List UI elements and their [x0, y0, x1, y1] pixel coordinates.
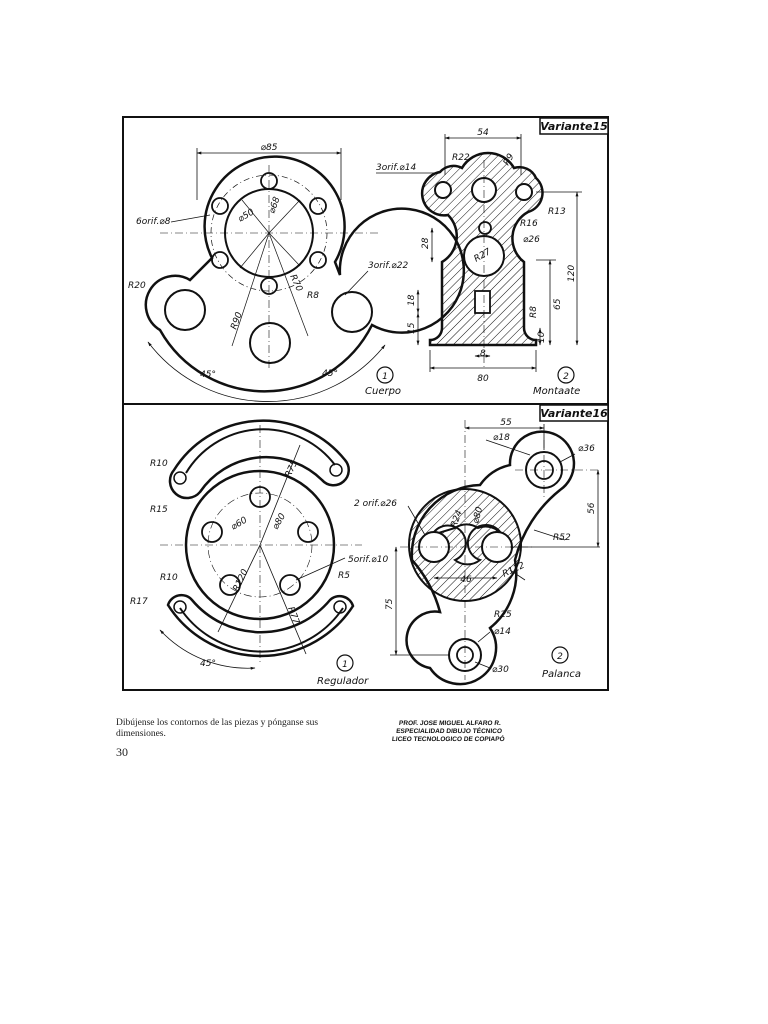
- svg-text:54: 54: [477, 128, 489, 138]
- variant-label-16: Variante16: [539, 404, 609, 422]
- svg-text:⌀30: ⌀30: [492, 665, 509, 675]
- svg-text:R25: R25: [494, 610, 512, 620]
- svg-text:Cuerpo: Cuerpo: [365, 386, 401, 397]
- part-cuerpo: [144, 148, 466, 402]
- part-regulador: [159, 419, 362, 670]
- svg-text:45°: 45°: [200, 370, 216, 380]
- svg-text:45°: 45°: [200, 659, 216, 669]
- svg-text:5orif.⌀10: 5orif.⌀10: [348, 555, 388, 565]
- regulador-top-arc: [168, 419, 350, 500]
- svg-text:R120: R120: [232, 568, 251, 594]
- svg-text:⌀80: ⌀80: [471, 506, 485, 525]
- montante-hole-left: [434, 181, 452, 199]
- svg-text:R70: R70: [287, 273, 304, 294]
- hole-large: [331, 291, 373, 333]
- svg-text:R8: R8: [529, 306, 539, 318]
- hole-small: [211, 251, 229, 269]
- svg-text:1: 1: [342, 660, 348, 670]
- svg-text:80: 80: [477, 374, 489, 384]
- svg-text:R8: R8: [307, 291, 319, 301]
- svg-text:120: 120: [567, 265, 577, 282]
- svg-text:75: 75: [385, 598, 395, 610]
- svg-text:2: 2: [557, 652, 563, 662]
- part-label-cuerpo: 1 Cuerpo: [365, 366, 401, 397]
- svg-text:R13: R13: [548, 207, 566, 217]
- svg-text:55: 55: [500, 418, 512, 428]
- svg-text:R22: R22: [452, 153, 470, 163]
- svg-text:⌀85: ⌀85: [261, 143, 278, 153]
- part-label-regulador: 1 Regulador: [317, 654, 369, 687]
- svg-text:R10: R10: [160, 573, 178, 583]
- svg-text:6orif.⌀8: 6orif.⌀8: [136, 217, 171, 227]
- hole-small: [297, 521, 319, 543]
- svg-text:⌀36: ⌀36: [578, 444, 595, 454]
- svg-text:R5: R5: [338, 571, 350, 581]
- svg-text:65: 65: [553, 298, 563, 310]
- svg-text:46: 46: [460, 575, 472, 585]
- part-label-palanca: 2 Palanca: [542, 646, 581, 680]
- variant-label-15: Variante15: [539, 117, 609, 135]
- hole-small: [201, 521, 223, 543]
- svg-text:⌀26: ⌀26: [523, 235, 540, 245]
- svg-text:28: 28: [421, 237, 431, 249]
- svg-text:8: 8: [480, 349, 486, 359]
- svg-text:Variante15: Variante15: [540, 120, 608, 133]
- hole-small: [279, 574, 301, 596]
- svg-text:2 orif.⌀26: 2 orif.⌀26: [354, 499, 397, 509]
- svg-text:3orif.⌀14: 3orif.⌀14: [376, 163, 416, 173]
- svg-text:⌀50: ⌀50: [237, 207, 257, 224]
- svg-text:Palanca: Palanca: [542, 669, 581, 680]
- svg-text:R16: R16: [520, 219, 538, 229]
- page-number: 30: [116, 745, 128, 759]
- hole-small: [219, 574, 241, 596]
- hole-small: [309, 251, 327, 269]
- svg-text:⌀80: ⌀80: [271, 512, 288, 532]
- author-stamp: PROF. JOSE MIGUEL ALFARO R. ESPECIALIDAD…: [383, 720, 516, 744]
- cuerpo-outline: [144, 155, 466, 393]
- svg-text:10: 10: [537, 331, 547, 343]
- svg-text:1: 1: [382, 372, 388, 382]
- svg-text:56: 56: [587, 502, 597, 514]
- palanca-slot: [429, 523, 503, 566]
- part-montante: [376, 134, 582, 372]
- svg-text:⌀14: ⌀14: [494, 627, 511, 637]
- hole-large: [164, 289, 206, 331]
- svg-text:⌀60: ⌀60: [230, 515, 250, 532]
- svg-text:15: 15: [407, 322, 417, 334]
- svg-text:⌀68: ⌀68: [267, 195, 282, 215]
- svg-text:R10: R10: [150, 459, 168, 469]
- svg-text:R52: R52: [553, 533, 571, 543]
- hole-small: [309, 197, 327, 215]
- svg-text:Montaate: Montaate: [533, 386, 580, 397]
- stamp-line: PROF. JOSE MIGUEL ALFARO R.: [398, 720, 502, 727]
- svg-text:R20: R20: [128, 281, 146, 291]
- svg-text:Regulador: Regulador: [317, 676, 369, 687]
- exercise-caption: Dibújense los contornos de las piezas y …: [116, 718, 319, 739]
- montante-hole-mid: [478, 221, 492, 235]
- svg-text:18: 18: [407, 294, 417, 306]
- svg-text:2: 2: [563, 372, 569, 382]
- svg-text:R75: R75: [284, 459, 301, 480]
- hole-small: [211, 197, 229, 215]
- svg-text:45°: 45°: [322, 369, 338, 379]
- svg-text:⌀18: ⌀18: [493, 433, 510, 443]
- regulador-dim-texts: R10 R75 R15 ⌀60 ⌀80 5orif.⌀10 R5 R10 R17…: [130, 459, 388, 669]
- stamp-line: LICEO TECNOLOGICO DE COPIAPÓ: [391, 736, 505, 743]
- hole-large: [249, 322, 291, 364]
- stamp-line: ESPECIALIDAD DIBUJO TÉCNICO: [395, 728, 503, 735]
- svg-text:R17: R17: [130, 597, 148, 607]
- montante-hole-right: [515, 183, 533, 201]
- svg-text:R90: R90: [229, 311, 245, 331]
- part-palanca: [390, 420, 600, 686]
- svg-text:Variante16: Variante16: [540, 407, 608, 420]
- svg-text:R15: R15: [150, 505, 168, 515]
- part-label-montante: 2 Montaate: [533, 366, 580, 397]
- svg-text:3orif.⌀22: 3orif.⌀22: [368, 261, 408, 271]
